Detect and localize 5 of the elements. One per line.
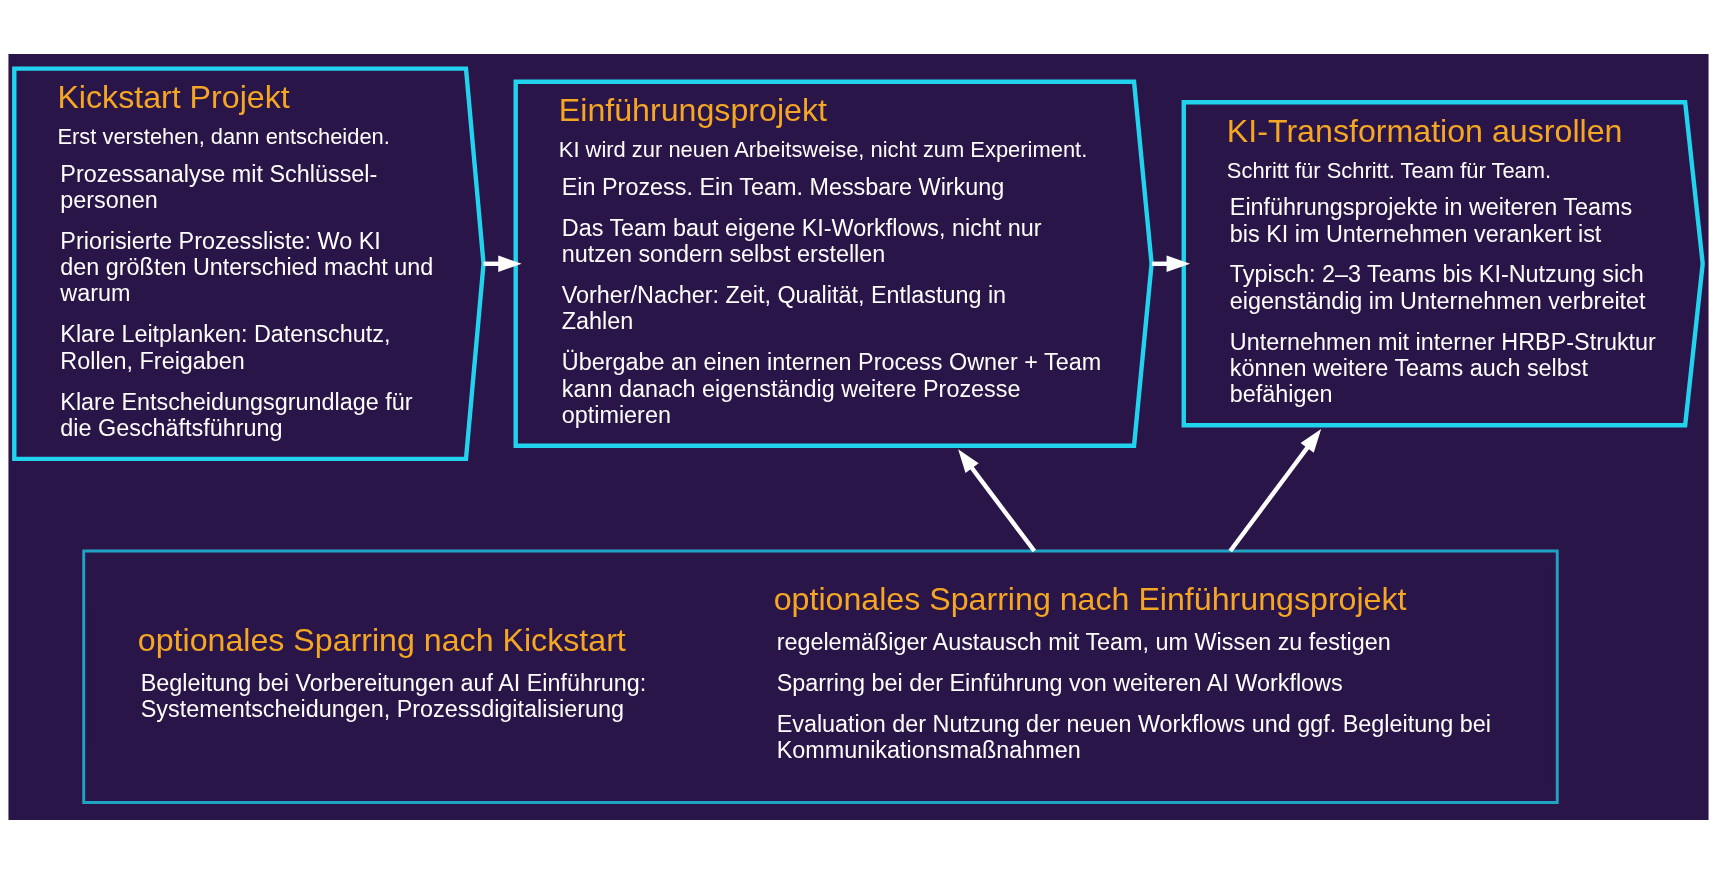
node-text: optionales Sparring nach Einführungsprojekt regelemäßiger Austausch mit Team, um Wissen zu festigen Sparring bei der Einführung von weiteren AI Workflows Evaluation der Nutzung der neuen Workflows und ggf. Begleitung bei Kommunikationsmaßnahmen bbox=[773, 581, 1491, 764]
node-text: optionales Sparring nach Kickstart Begleitung bei Vorbereitungen auf AI Einführung: Systementscheidungen, Prozessdigitalisierung bbox=[137, 622, 647, 723]
arrow bbox=[1228, 429, 1322, 553]
cluster bbox=[82, 549, 1559, 804]
arrow bbox=[958, 449, 1037, 553]
